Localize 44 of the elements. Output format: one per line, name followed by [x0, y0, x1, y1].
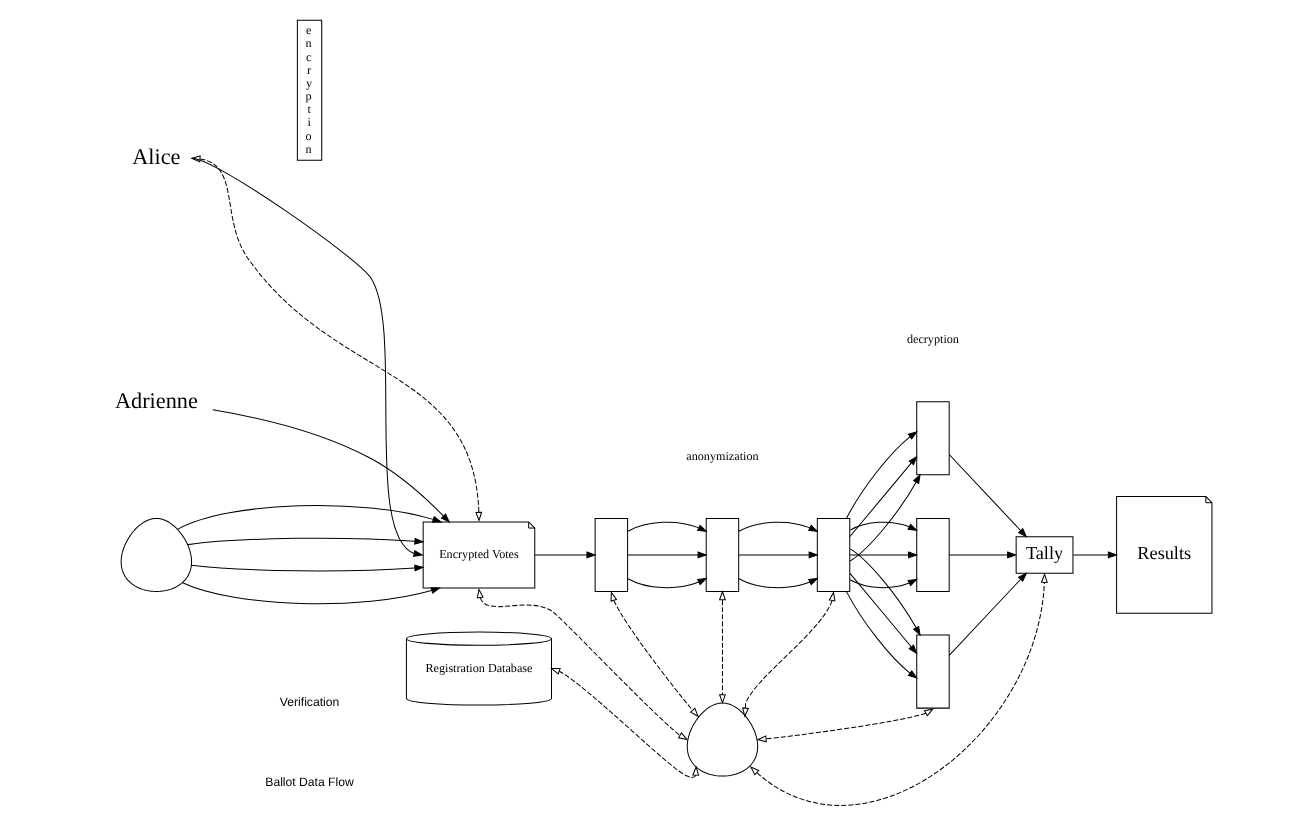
arrow — [845, 591, 917, 679]
arrow — [848, 521, 918, 532]
arrow — [748, 572, 1047, 806]
arrow — [848, 455, 917, 537]
arrow — [848, 548, 920, 637]
arrow — [626, 521, 707, 533]
arrow — [737, 577, 818, 589]
arrow — [717, 590, 725, 705]
node-box — [915, 401, 949, 476]
node-box: Tally — [1014, 536, 1073, 574]
arrow — [181, 582, 441, 605]
arrow — [737, 551, 818, 559]
arrow — [176, 505, 442, 530]
arrow — [190, 157, 423, 557]
arrow — [741, 590, 835, 718]
arrow — [1071, 551, 1117, 559]
arrow — [848, 578, 918, 589]
arrow — [848, 572, 917, 655]
node-text: Alice — [131, 145, 180, 170]
arrow — [845, 431, 917, 519]
node-box — [593, 517, 628, 592]
arrow — [609, 591, 699, 718]
arrow — [755, 708, 934, 743]
arrow — [626, 551, 707, 559]
arrow — [848, 473, 920, 562]
node-box — [915, 634, 949, 709]
node-box — [704, 517, 739, 592]
arrow — [475, 587, 688, 741]
arrow — [186, 537, 424, 546]
arrow — [189, 564, 424, 572]
arrow — [533, 551, 596, 559]
arrow — [549, 668, 699, 778]
arrow — [626, 577, 707, 589]
arrow — [848, 551, 918, 559]
arrow — [737, 521, 818, 533]
arrow — [189, 155, 482, 522]
arrow — [947, 551, 1017, 559]
node-person — [119, 517, 192, 592]
arrow — [947, 454, 1027, 538]
arrow — [211, 409, 450, 523]
node-text: Adrienne — [113, 390, 197, 415]
node-box — [815, 517, 850, 592]
node-box — [915, 517, 949, 592]
arrow — [947, 572, 1027, 656]
